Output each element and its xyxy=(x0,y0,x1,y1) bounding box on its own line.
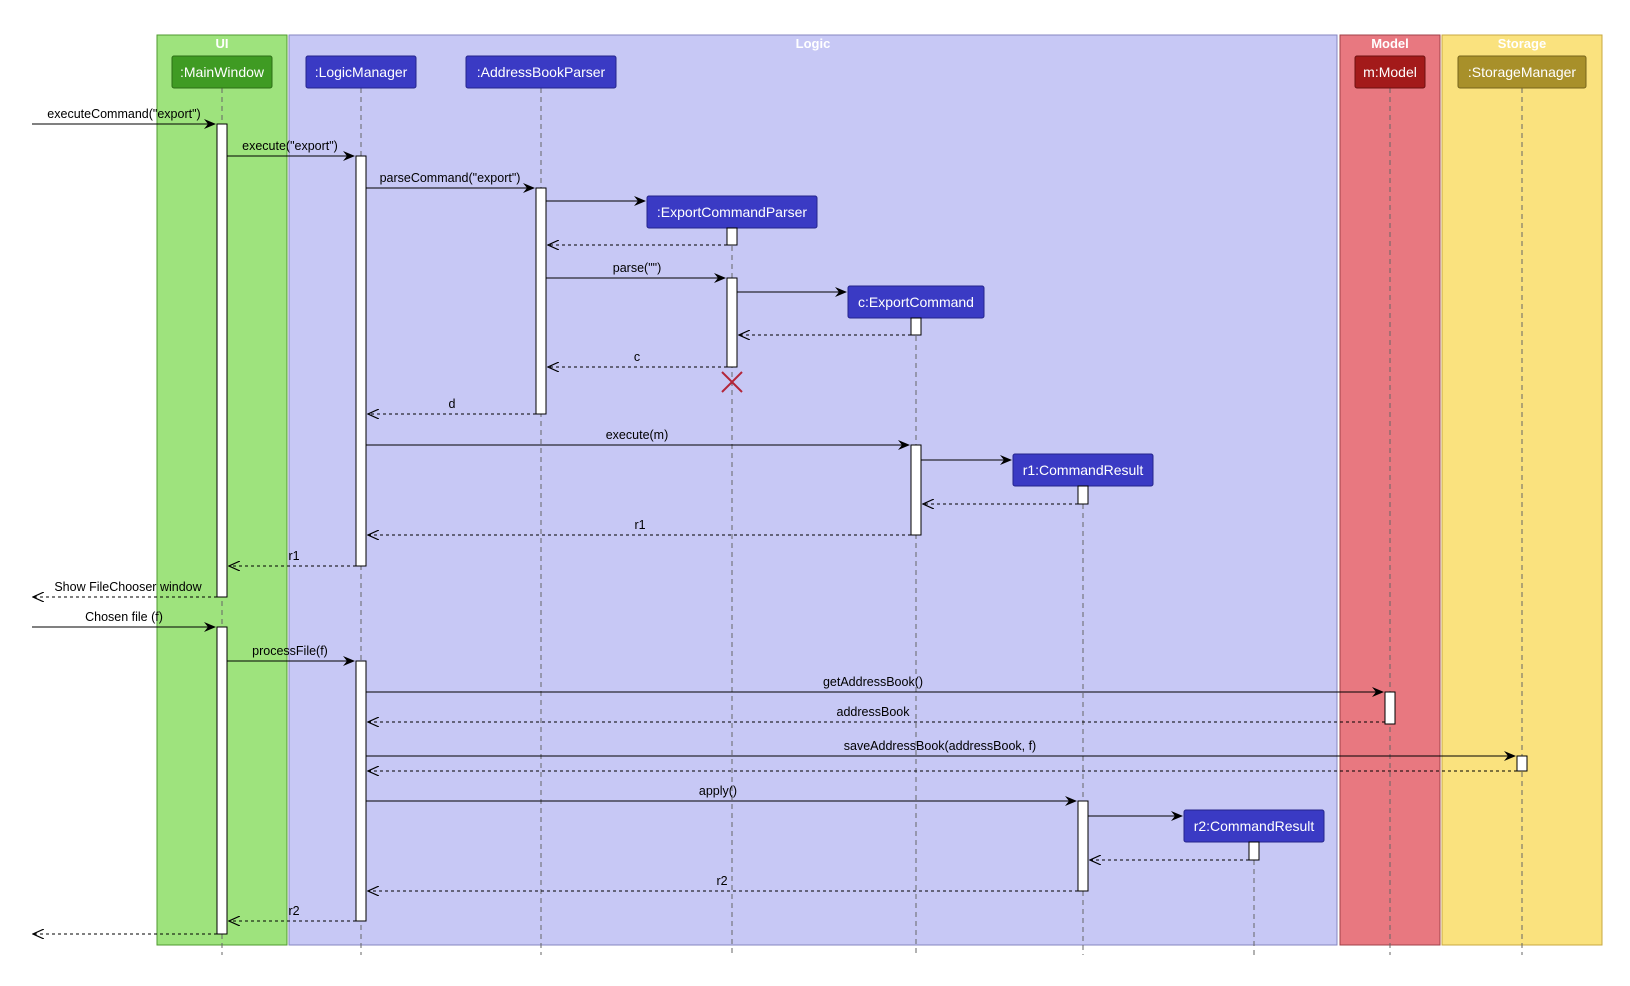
message-22: apply() xyxy=(366,784,1077,806)
message-19: addressBook xyxy=(368,705,1385,722)
participant-model: m:Model xyxy=(1354,55,1426,89)
message-20: saveAddressBook(addressBook, f) xyxy=(366,739,1516,761)
participant-ec: c:ExportCommand xyxy=(847,285,985,319)
message-20-label: saveAddressBook(addressBook, f) xyxy=(844,739,1036,753)
participant-r2: r2:CommandResult xyxy=(1183,809,1325,843)
activation-mainwindow-1 xyxy=(216,123,228,598)
message-15: Show FileChooser window xyxy=(33,580,217,597)
participant-mainwindow-label: :MainWindow xyxy=(180,64,265,80)
message-18-label: getAddressBook() xyxy=(823,675,923,689)
participant-parser: :AddressBookParser xyxy=(465,55,617,89)
activation-ec-1 xyxy=(910,317,922,336)
message-1-label: execute("export") xyxy=(242,139,338,153)
message-16-label: Chosen file (f) xyxy=(85,610,163,624)
message-0-label: executeCommand("export") xyxy=(47,107,200,121)
participant-logicmanager: :LogicManager xyxy=(305,55,417,89)
message-9: d xyxy=(368,397,536,414)
participant-model-box xyxy=(1354,55,1426,89)
message-15-label: Show FileChooser window xyxy=(54,580,202,594)
activation-r1-apply xyxy=(1077,800,1089,892)
activation-r2 xyxy=(1248,841,1260,861)
activation-logicmanager-2 xyxy=(355,660,367,922)
message-1: execute("export") xyxy=(227,139,355,161)
message-10-label: execute(m) xyxy=(606,428,669,442)
activations xyxy=(216,123,1528,935)
group-model-title: Model xyxy=(1371,36,1409,51)
message-22-label: apply() xyxy=(699,784,737,798)
participant-ecp-label: :ExportCommandParser xyxy=(657,204,808,220)
participant-model-label: m:Model xyxy=(1363,64,1417,80)
group-storage-title: Storage xyxy=(1498,36,1546,51)
participant-mainwindow: :MainWindow xyxy=(171,55,273,89)
message-8: c xyxy=(548,350,727,367)
message-26: r2 xyxy=(229,904,356,921)
participant-ec-label: c:ExportCommand xyxy=(858,294,974,310)
message-13: r1 xyxy=(368,518,911,535)
group-logic-title: Logic xyxy=(796,36,831,51)
activation-mainwindow-2 xyxy=(216,626,228,935)
participant-parser-box xyxy=(465,55,617,89)
participant-ecp: :ExportCommandParser xyxy=(646,195,818,229)
participant-parser-label: :AddressBookParser xyxy=(477,64,606,80)
activation-ecp-2 xyxy=(726,277,738,368)
message-8-label: c xyxy=(634,350,640,364)
message-13-label: r1 xyxy=(634,518,645,532)
group-ui-title: UI xyxy=(216,36,229,51)
participant-logicmanager-label: :LogicManager xyxy=(315,64,408,80)
message-18: getAddressBook() xyxy=(366,675,1384,697)
activation-storage xyxy=(1516,755,1528,772)
participant-storage-label: :StorageManager xyxy=(1468,64,1577,80)
message-26-label: r2 xyxy=(288,904,299,918)
destroy-x-icon xyxy=(721,371,743,393)
participant-storage-box xyxy=(1457,55,1587,89)
message-10: execute(m) xyxy=(366,428,910,450)
group-logic-box xyxy=(288,34,1338,946)
message-0: executeCommand("export") xyxy=(32,107,216,129)
activation-logicmanager-1 xyxy=(355,155,367,567)
activation-r1 xyxy=(1077,485,1089,505)
participant-r1: r1:CommandResult xyxy=(1012,453,1154,487)
message-25-label: r2 xyxy=(716,874,727,888)
message-17-label: processFile(f) xyxy=(252,644,328,658)
activation-parser xyxy=(535,187,547,415)
message-14: r1 xyxy=(229,549,356,566)
participant-logicmanager-box xyxy=(305,55,417,89)
message-17: processFile(f) xyxy=(227,644,355,666)
message-25: r2 xyxy=(368,874,1078,891)
group-logic: Logic xyxy=(288,34,1338,946)
activation-ecp-1 xyxy=(726,227,738,246)
destroy-x-stroke-2 xyxy=(721,371,743,393)
activation-ec-2 xyxy=(910,444,922,536)
participant-r2-label: r2:CommandResult xyxy=(1194,818,1315,834)
message-19-label: addressBook xyxy=(837,705,911,719)
participant-storage: :StorageManager xyxy=(1457,55,1587,89)
participant-r1-label: r1:CommandResult xyxy=(1023,462,1144,478)
message-9-label: d xyxy=(449,397,456,411)
message-14-label: r1 xyxy=(288,549,299,563)
message-5-label: parse("") xyxy=(613,261,661,275)
messages: executeCommand("export") execute("export… xyxy=(32,107,1517,934)
participant-mainwindow-box xyxy=(171,55,273,89)
activation-model xyxy=(1384,691,1396,725)
message-5: parse("") xyxy=(546,261,726,283)
message-16: Chosen file (f) xyxy=(32,610,216,632)
message-2: parseCommand("export") xyxy=(366,171,535,193)
message-2-label: parseCommand("export") xyxy=(380,171,521,185)
